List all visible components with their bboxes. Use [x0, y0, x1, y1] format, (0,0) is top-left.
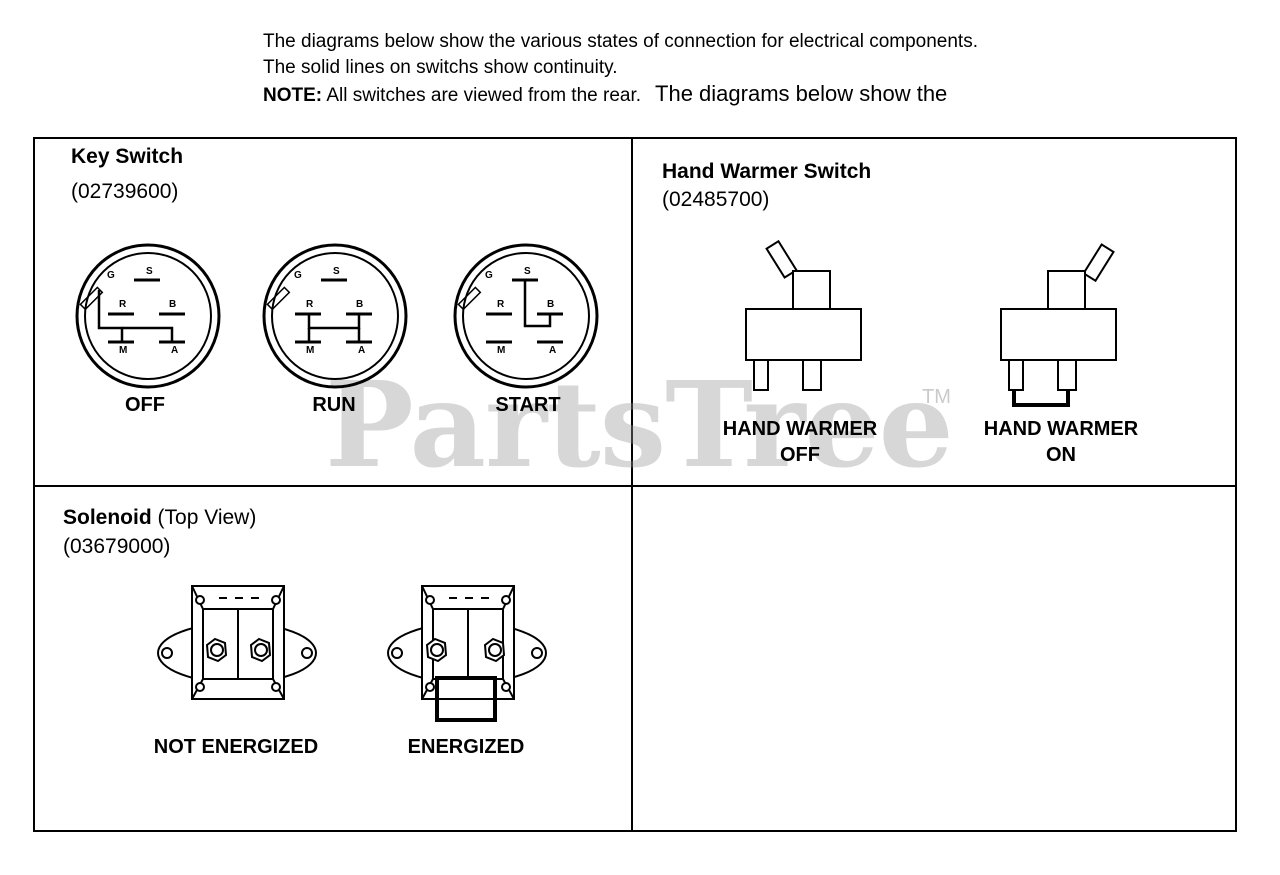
svg-text:R: R — [497, 299, 505, 310]
grid-vertical-divider — [631, 137, 633, 832]
hand-warmer-on-line2: ON — [1046, 444, 1076, 466]
hand-warmer-off-label: HAND WARMER OFF — [708, 416, 892, 468]
key-switch-off-diagram: G S R B M A — [75, 243, 221, 389]
solenoid-energized-diagram — [387, 585, 547, 722]
hand-warmer-off-line2: OFF — [780, 444, 820, 466]
terminal-g-label: G — [107, 270, 115, 281]
solenoid-title-suffix: (Top View) — [157, 506, 257, 529]
svg-text:R: R — [306, 299, 314, 310]
key-switch-title: Key Switch — [71, 145, 184, 168]
hand-warmer-off-diagram — [745, 239, 862, 391]
intro-note: NOTE: All switches are viewed from the r… — [263, 81, 978, 109]
grid-horizontal-divider — [33, 485, 1237, 487]
solenoid-not-energized-diagram — [157, 585, 317, 700]
hand-warmer-off-line1: HAND WARMER — [722, 418, 878, 440]
diagram-grid — [33, 137, 1237, 832]
key-switch-start-label: START — [495, 394, 561, 416]
svg-text:M: M — [306, 345, 314, 356]
note-text: All switches are viewed from the rear. — [326, 85, 642, 106]
hand-warmer-title: Hand Warmer Switch — [662, 160, 872, 183]
svg-text:G: G — [294, 270, 302, 281]
terminal-s-label: S — [146, 266, 153, 277]
terminal-m-label: M — [119, 345, 127, 356]
svg-text:A: A — [358, 345, 365, 356]
key-switch-run-diagram: G S R B M A — [262, 243, 408, 389]
hand-warmer-on-label: HAND WARMER ON — [968, 416, 1154, 468]
terminal-b-label: B — [169, 299, 176, 310]
svg-text:A: A — [549, 345, 556, 356]
svg-text:S: S — [524, 266, 531, 277]
svg-text:B: B — [356, 299, 363, 310]
note-label: NOTE: — [263, 85, 323, 106]
key-switch-part-number: (02739600) — [71, 180, 179, 203]
hand-warmer-part-number: (02485700) — [662, 188, 770, 211]
solenoid-title-main: Solenoid — [63, 506, 152, 529]
hand-warmer-on-line1: HAND WARMER — [983, 418, 1139, 440]
hand-warmer-on-diagram — [1000, 243, 1117, 407]
key-switch-start-diagram: G S R B M A — [453, 243, 599, 389]
svg-text:M: M — [497, 345, 505, 356]
svg-text:S: S — [333, 266, 340, 277]
key-switch-off-label: OFF — [125, 394, 165, 416]
solenoid-not-energized-label: NOT ENERGIZED — [153, 736, 319, 758]
terminal-a-label: A — [171, 345, 178, 356]
intro-trailing: The diagrams below show the — [655, 81, 948, 106]
solenoid-energized-label: ENERGIZED — [407, 736, 525, 758]
intro-line-2: The solid lines on switchs show continui… — [263, 57, 618, 78]
intro-line-1: The diagrams below show the various stat… — [263, 31, 978, 52]
intro-text: The diagrams below show the various stat… — [263, 29, 978, 109]
key-switch-run-label: RUN — [312, 394, 356, 416]
terminal-r-label: R — [119, 299, 127, 310]
svg-text:B: B — [547, 299, 554, 310]
empty-panel — [633, 487, 1235, 830]
solenoid-part-number: (03679000) — [63, 535, 171, 558]
svg-text:G: G — [485, 270, 493, 281]
solenoid-title: Solenoid (Top View) — [63, 506, 256, 530]
trademark-symbol: TM — [922, 386, 951, 408]
